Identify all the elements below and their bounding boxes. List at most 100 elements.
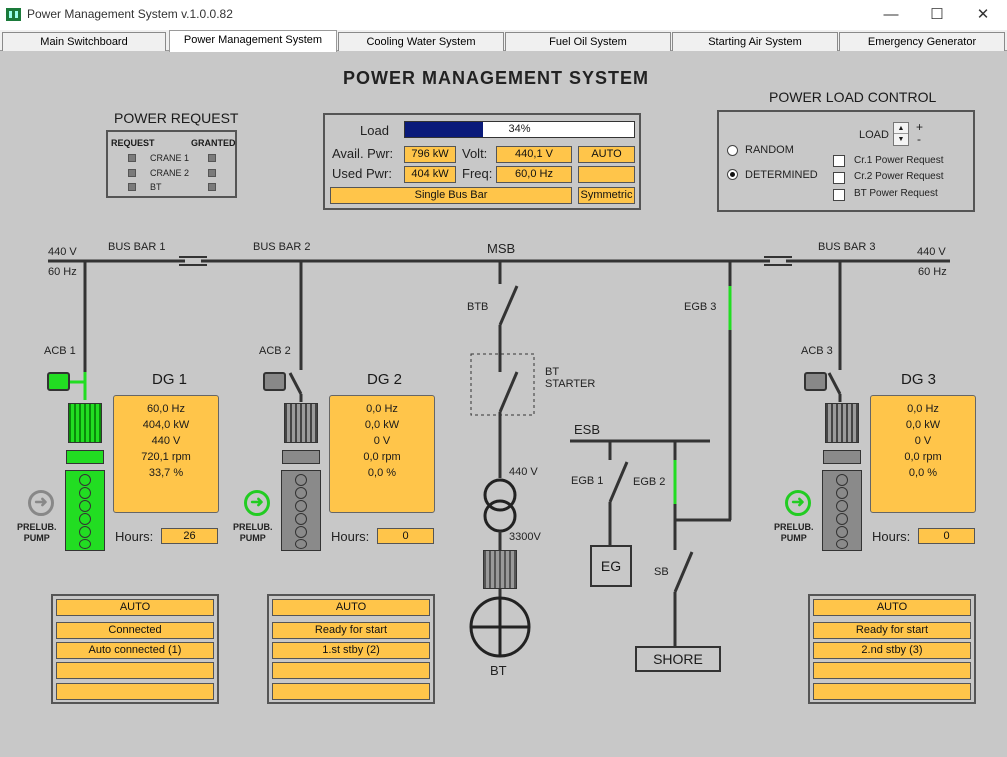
dg2-mode-button[interactable]: AUTO <box>272 599 430 616</box>
random-radio[interactable] <box>727 145 738 156</box>
cr1-power-request-checkbox[interactable] <box>833 155 845 167</box>
dg3-mode-button[interactable]: AUTO <box>813 599 971 616</box>
egb3-label: EGB 3 <box>684 301 717 313</box>
busbar-mode-button[interactable]: Single Bus Bar <box>330 187 572 204</box>
tab-cooling-water-system[interactable]: Cooling Water System <box>338 32 504 51</box>
granted-header: GRANTED <box>191 138 236 148</box>
dg3-power: 0,0 kW <box>905 419 941 431</box>
acb2-label: ACB 2 <box>259 345 291 357</box>
dg1-voltage: 440 V <box>151 435 181 447</box>
symmetric-button[interactable]: Symmetric <box>578 187 635 204</box>
determined-radio[interactable] <box>727 169 738 180</box>
dg1-engine <box>65 470 105 551</box>
close-button[interactable]: ✕ <box>976 6 990 23</box>
bt-starter-switch <box>498 371 519 413</box>
bt-motor-body <box>483 550 517 589</box>
egb1-label: EGB 1 <box>571 475 604 487</box>
bt-power-request-checkbox[interactable] <box>833 189 845 201</box>
acb1-breaker[interactable] <box>47 372 70 391</box>
dg2-status-panel: AUTO Ready for start 1.st stby (2) <box>267 594 435 704</box>
dg2-sequence: 1.st stby (2) <box>272 642 430 659</box>
bt-power-request-label: BT Power Request <box>854 188 938 199</box>
spin-up-icon[interactable]: ▲ <box>894 123 908 134</box>
dg3-status-line-5 <box>813 683 971 700</box>
dg2-name: DG 2 <box>367 371 403 388</box>
eg-box[interactable]: EG <box>590 545 632 587</box>
app-icon <box>6 8 21 21</box>
used-power-label: Used Pwr: <box>332 166 392 181</box>
tab-power-management-system[interactable]: Power Management System <box>169 30 337 52</box>
auto-mode-button[interactable]: AUTO <box>578 146 635 163</box>
dg3-prelub-pump-icon[interactable]: ➜ <box>785 490 811 516</box>
dg1-prelub-label: PRELUB. PUMP <box>17 522 57 543</box>
dg3-alternator <box>825 403 859 443</box>
dg1-prelub-pump-icon[interactable]: ➜ <box>28 490 54 516</box>
sb-label: SB <box>654 566 669 578</box>
dg3-load: 0,0 % <box>908 467 938 479</box>
window-title: Power Management System v.1.0.0.82 <box>27 7 233 21</box>
request-label-crane-2: CRANE 2 <box>150 168 190 178</box>
request-led-crane-1 <box>128 154 136 162</box>
msb-label: MSB <box>487 241 516 256</box>
load-label: Load <box>360 123 389 138</box>
left-freq-label: 60 Hz <box>48 266 77 278</box>
dg3-rpm: 0,0 rpm <box>904 451 942 463</box>
acb2-breaker[interactable] <box>263 372 286 391</box>
dg1-mode-button[interactable]: AUTO <box>56 599 214 616</box>
dg3-engine <box>822 470 862 551</box>
maximize-button[interactable]: ☐ <box>930 6 944 23</box>
dg1-status-line-5 <box>56 683 214 700</box>
tab-main-switchboard[interactable]: Main Switchboard <box>2 32 166 51</box>
shore-box[interactable]: SHORE <box>635 646 721 672</box>
request-led-bt <box>128 183 136 191</box>
dg2-prelub-label: PRELUB. PUMP <box>233 522 273 543</box>
tab-fuel-oil-system[interactable]: Fuel Oil System <box>505 32 671 51</box>
minimize-button[interactable]: — <box>883 6 899 23</box>
dg2-readout-panel: 0,0 Hz 0,0 kW 0 V 0,0 rpm 0,0 % <box>329 395 435 513</box>
acb2-switch <box>288 372 303 395</box>
avail-power-label: Avail. Pwr: <box>332 146 394 161</box>
tab-starting-air-system[interactable]: Starting Air System <box>672 32 838 51</box>
request-label-crane-1: CRANE 1 <box>150 153 190 163</box>
right-freq-label: 60 Hz <box>918 266 947 278</box>
load-bar: 34% <box>404 121 635 138</box>
cr2-power-request-checkbox[interactable] <box>833 172 845 184</box>
random-label: RANDOM <box>745 144 794 156</box>
tab-emergency-generator[interactable]: Emergency Generator <box>839 32 1005 51</box>
dg2-hours-value: 0 <box>377 528 434 544</box>
power-load-control-panel: LOAD ▲ ▼ + - RANDOM DETERMINED Cr.1 Powe… <box>717 110 975 212</box>
dg1-state: Connected <box>56 622 214 639</box>
esb-label: ESB <box>574 422 601 437</box>
dg1-hours-label: Hours: <box>115 529 154 544</box>
spin-down-icon[interactable]: ▼ <box>897 136 905 143</box>
bt-starter-label: BT STARTER <box>545 366 596 390</box>
btb-label: BTB <box>467 301 489 313</box>
dg3-voltage: 0 V <box>914 435 932 447</box>
load-bar-fill <box>405 122 483 137</box>
dg3-frequency: 0,0 Hz <box>907 403 939 415</box>
load-spinner[interactable]: ▲ ▼ <box>893 122 909 146</box>
dg1-load: 33,7 % <box>148 467 184 479</box>
title-bar: Power Management System v.1.0.0.82 — ☐ ✕ <box>0 0 1007 30</box>
bt-label: BT <box>490 663 507 678</box>
transformer-hv-label: 440 V <box>509 466 538 478</box>
dg3-coupling <box>823 450 861 464</box>
dg1-readout-panel: 60,0 Hz 404,0 kW 440 V 720,1 rpm 33,7 % <box>113 395 219 513</box>
dg2-prelub-pump-icon[interactable]: ➜ <box>244 490 270 516</box>
acb3-switch <box>827 372 842 395</box>
bt-starter-box <box>470 353 535 416</box>
dg2-engine <box>281 470 321 551</box>
avail-power-value: 796 kW <box>404 146 456 163</box>
power-load-control-title: POWER LOAD CONTROL <box>769 89 937 105</box>
dg3-readout-panel: 0,0 Hz 0,0 kW 0 V 0,0 rpm 0,0 % <box>870 395 976 513</box>
acb3-breaker[interactable] <box>804 372 827 391</box>
freq-value: 60,0 Hz <box>496 166 572 183</box>
left-volt-label: 440 V <box>48 246 77 258</box>
dg3-status-line-4 <box>813 662 971 679</box>
page-title: POWER MANAGEMENT SYSTEM <box>342 68 649 88</box>
dg1-power: 404,0 kW <box>142 419 190 431</box>
acb3-label: ACB 3 <box>801 345 833 357</box>
load-panel: Load 34% Avail. Pwr: 796 kW Volt: 440,1 … <box>323 113 641 210</box>
dg3-state: Ready for start <box>813 622 971 639</box>
dg1-hours-value: 26 <box>161 528 218 544</box>
